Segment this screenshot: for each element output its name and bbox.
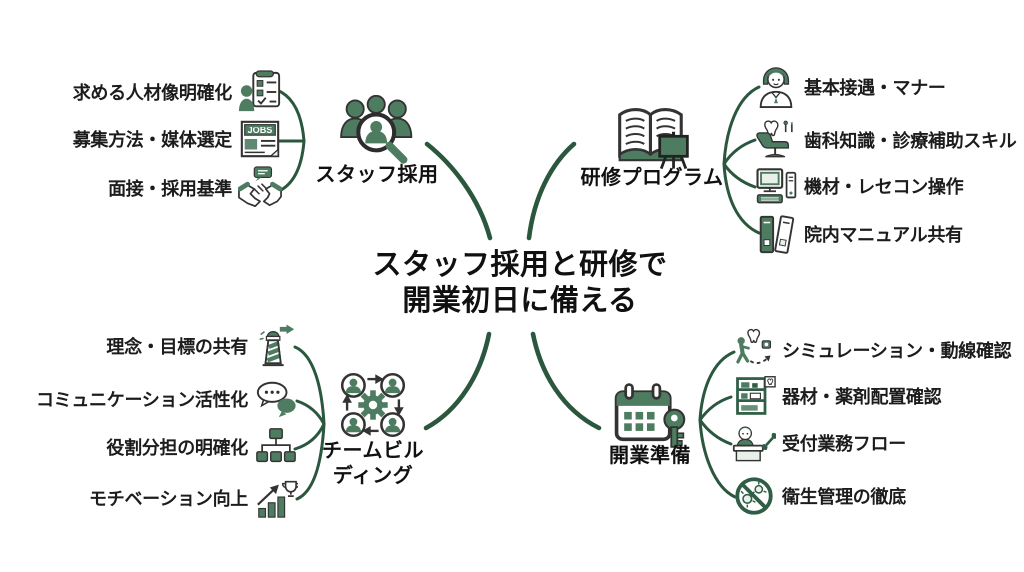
branch-staff-recruitment: スタッフ採用 [307,99,447,188]
central-topic-line1: スタッフ採用と研修で [372,249,668,281]
item-equipment-layout: 器材・薬剤配置確認 [732,373,942,419]
item-reception-flow: 受付業務フロー [732,420,906,466]
item-manual-sharing: 院内マニュアル共有 [754,211,963,257]
team-circle-icon [338,371,408,439]
branch-training-program-label: 研修プログラム [580,167,724,189]
speech-bubbles-icon [254,376,298,422]
receptionist-icon [754,64,798,110]
growth-chart-icon [254,475,298,521]
item-equipment-software: 機材・レセコン操作 [754,163,964,209]
binders-icon [754,211,798,257]
item-ideal-profile: 求める人材像明確化 [73,69,282,115]
calendar-key-icon [612,386,688,444]
item-hygiene: 衛生管理の徹底 [732,473,906,519]
staff-search-icon [338,99,416,163]
branch-curve-top-right [526,141,577,241]
item-dental-knowledge: 歯科知識・診療補助スキル [754,117,1017,163]
jobs-newspaper-icon [238,116,282,162]
branch-training-program: 研修プログラム [580,112,724,191]
training-book-icon [612,112,692,166]
reception-desk-icon [732,420,776,466]
branch-staff-recruitment-label: スタッフ採用 [315,164,439,186]
item-vision-sharing: 理念・目標の共有 [106,323,298,369]
item-recruitment-channels: 募集方法・媒体選定 [73,116,282,162]
item-motivation: モチベーション向上 [89,475,298,521]
supply-shelf-icon [732,373,776,419]
branch-team-building: チームビル ディング [303,371,443,489]
computer-icon [754,163,798,209]
item-communication: コミュニケーション活性化 [36,376,298,422]
dental-chair-icon [754,117,798,163]
branch-opening-preparation-label: 開業準備 [609,445,691,467]
item-role-clarity: 役割分担の明確化 [106,424,298,470]
branch-team-building-label-line2: ディング [332,465,414,487]
central-topic: スタッフ採用と研修で 開業初日に備える [320,247,720,319]
branch-team-building-label-line1: チームビル [322,440,424,462]
item-interview-criteria: 面接・採用基準 [108,165,282,211]
org-chart-icon [254,424,298,470]
lighthouse-icon [254,323,298,369]
profile-checklist-icon [238,69,282,115]
walking-route-icon [732,327,776,373]
branch-opening-preparation: 開業準備 [580,386,720,469]
handshake-icon [238,165,282,211]
central-topic-line2: 開業初日に備える [402,285,638,317]
item-basic-manners: 基本接遇・マナー [754,64,946,110]
item-simulation-flow: シミュレーション・動線確認 [732,327,1012,373]
no-germs-icon [732,473,776,519]
